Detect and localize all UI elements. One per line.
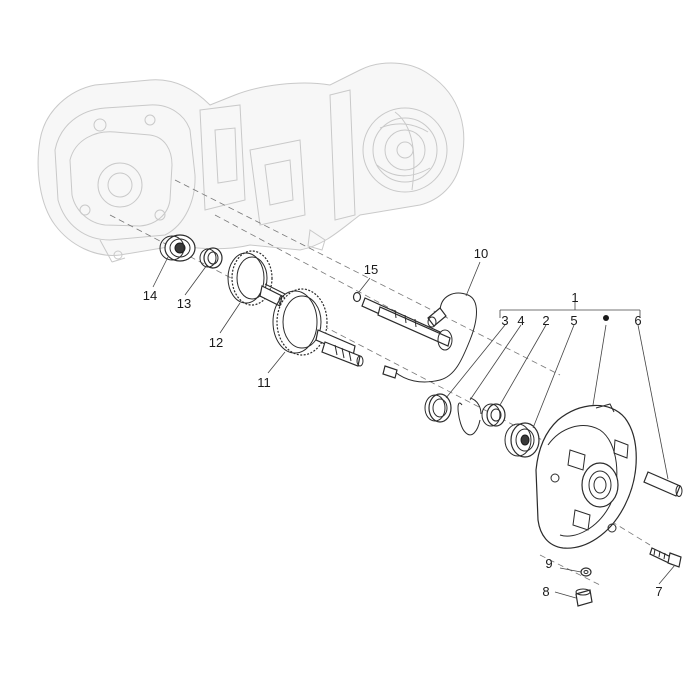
part-13-bearing-small [199, 247, 223, 269]
callout-6: 6 [634, 313, 641, 328]
part-2-bearing [481, 403, 506, 427]
callout-14: 14 [143, 288, 157, 303]
callout-labels: 1 2 3 4 5 6 7 8 9 10 11 12 13 14 15 [143, 246, 663, 599]
callout-2: 2 [542, 313, 549, 328]
callout-15: 15 [364, 262, 378, 277]
part-14-bearing [159, 234, 196, 262]
drive-shaft [361, 297, 453, 351]
bullet-marker [603, 315, 609, 321]
callout-13: 13 [177, 296, 191, 311]
part-5-bearing-large [504, 422, 540, 458]
callout-7: 7 [655, 584, 662, 599]
part-6-dowel-pin [643, 471, 683, 497]
callout-1: 1 [571, 290, 578, 305]
callout-8: 8 [542, 584, 549, 599]
callout-5: 5 [570, 313, 577, 328]
part-3-oil-seal [424, 393, 452, 423]
part-7-bolt [649, 547, 682, 568]
part-15-circlip [352, 291, 362, 303]
callout-3: 3 [501, 313, 508, 328]
part-4-circlip-ring [457, 397, 482, 436]
callout-11: 11 [257, 375, 271, 390]
engine-case-ghost [37, 62, 465, 263]
transmission-cover [535, 403, 637, 549]
leader-lines [152, 256, 676, 599]
part-10-sensor-cable [382, 292, 477, 383]
callout-4: 4 [517, 313, 524, 328]
callout-12: 12 [209, 335, 223, 350]
callout-9: 9 [545, 556, 552, 571]
part-9-washer [580, 567, 592, 577]
part-11-output-shaft [272, 288, 364, 367]
part-12-gear [227, 250, 286, 307]
callout-10: 10 [474, 246, 488, 261]
part-8-plug-screw [575, 588, 593, 607]
